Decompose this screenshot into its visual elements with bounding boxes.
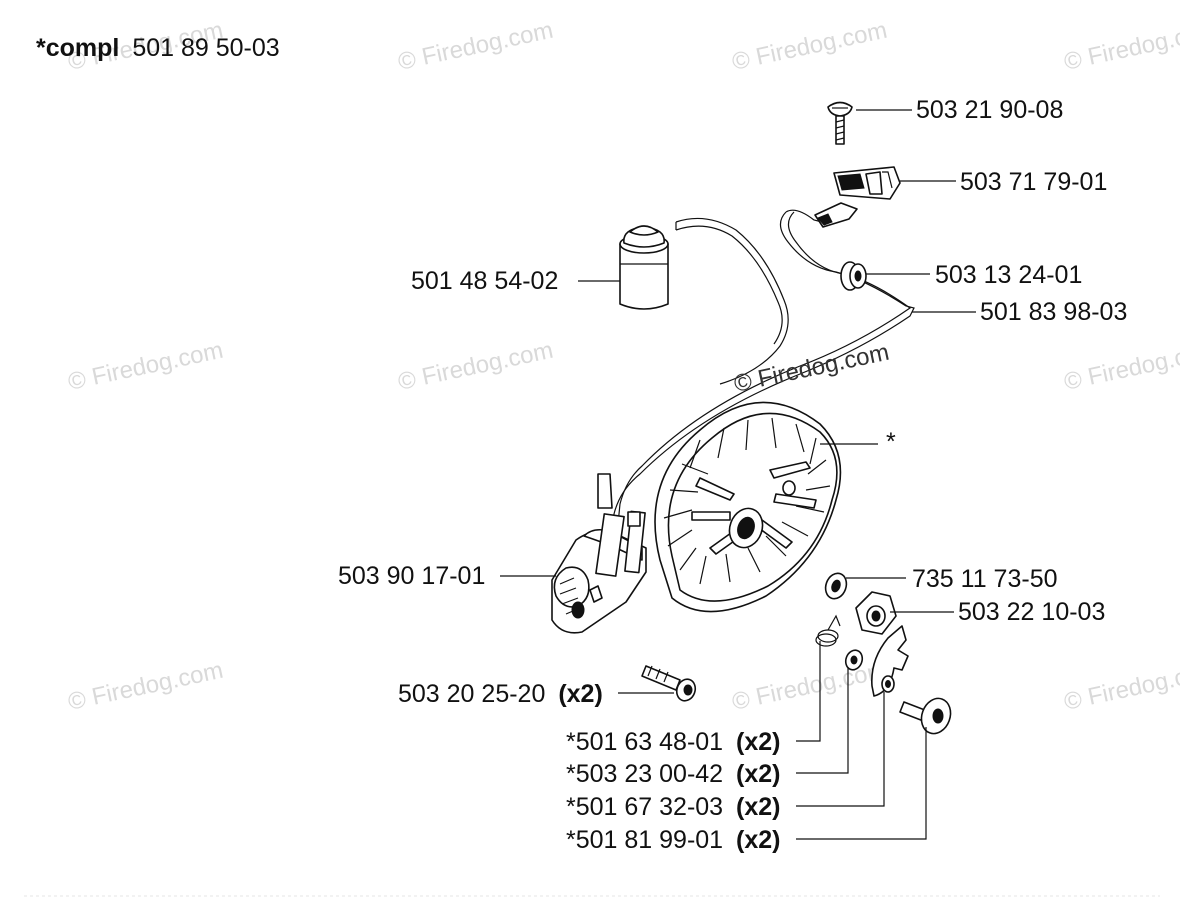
callout-grommet: 503 13 24-01: [935, 261, 1082, 289]
flywheel-part: [654, 401, 842, 613]
callout-module-screw: 503 20 25-20 (x2): [398, 680, 603, 708]
watermark-text: © Firedog.com: [730, 17, 890, 76]
pawl-part: [871, 625, 909, 697]
callout-ignition-module: 503 90 17-01: [338, 562, 485, 590]
small-washer-part: [844, 649, 864, 671]
header-prefix: *compl: [36, 34, 119, 62]
module-screw-part: [641, 665, 697, 702]
watermark-center: © Firedog.com: [732, 339, 892, 398]
callout-switch: 503 71 79-01: [960, 168, 1107, 196]
callout-small-washer-qty: (x2): [736, 760, 780, 788]
watermark-text: © Firedog.com: [1062, 337, 1180, 396]
callout-flywheel: *: [886, 428, 896, 456]
screw-top-part: [827, 101, 853, 145]
callout-pawl-screw-number: 501 81 99-01: [576, 826, 723, 854]
spring-part: [815, 614, 841, 647]
callout-pawl-screw-prefix: *: [566, 826, 576, 854]
callout-spark-cap: 501 48 54-02: [411, 267, 558, 295]
callout-small-washer-number: 503 23 00-42: [576, 760, 723, 788]
callout-small-washer-prefix: *: [566, 760, 576, 788]
callout-washer: 735 11 73-50: [912, 565, 1058, 593]
header-label: *compl 501 89 50-03: [36, 34, 280, 62]
callout-spring: *501 63 48-01 (x2): [566, 728, 781, 756]
callout-spring-qty: (x2): [736, 728, 780, 756]
watermark-text: © Firedog.com: [730, 657, 890, 716]
callout-wire: 501 83 98-03: [980, 298, 1127, 326]
nut-part: [855, 591, 897, 635]
callout-pawl: *501 67 32-03 (x2): [566, 793, 781, 821]
callout-nut: 503 22 10-03: [958, 598, 1105, 626]
callout-spring-number: 501 63 48-01: [576, 728, 723, 756]
ignition-module-part: [551, 473, 647, 634]
callout-pawl-screw-qty: (x2): [736, 826, 780, 854]
callout-module-screw-number: 503 20 25-20: [398, 680, 545, 708]
callout-module-screw-qty: (x2): [558, 680, 602, 708]
leader-lines: [500, 109, 976, 840]
wire-part: [609, 202, 915, 555]
header-number: 501 89 50-03: [132, 34, 279, 62]
switch-part: [833, 166, 901, 200]
pawl-screw-part: [899, 697, 952, 735]
washer-part: [824, 572, 848, 600]
watermark-text: © Firedog.com: [1062, 17, 1180, 76]
watermark-text: © Firedog.com: [66, 657, 226, 716]
watermark-text: © Firedog.com: [396, 17, 556, 76]
callout-spring-prefix: *: [566, 728, 576, 756]
callout-pawl-number: 501 67 32-03: [576, 793, 723, 821]
watermark-text: © Firedog.com: [66, 337, 226, 396]
grommet-part: [840, 261, 867, 291]
callout-pawl-screw: *501 81 99-01 (x2): [566, 826, 781, 854]
callout-pawl-prefix: *: [566, 793, 576, 821]
watermark-text: © Firedog.com: [396, 337, 556, 396]
callout-small-washer: *503 23 00-42 (x2): [566, 760, 781, 788]
callout-screw-top: 503 21 90-08: [916, 96, 1063, 124]
watermark-text: © Firedog.com: [1062, 657, 1180, 716]
callout-pawl-qty: (x2): [736, 793, 780, 821]
spark-cap-part: [619, 225, 669, 310]
